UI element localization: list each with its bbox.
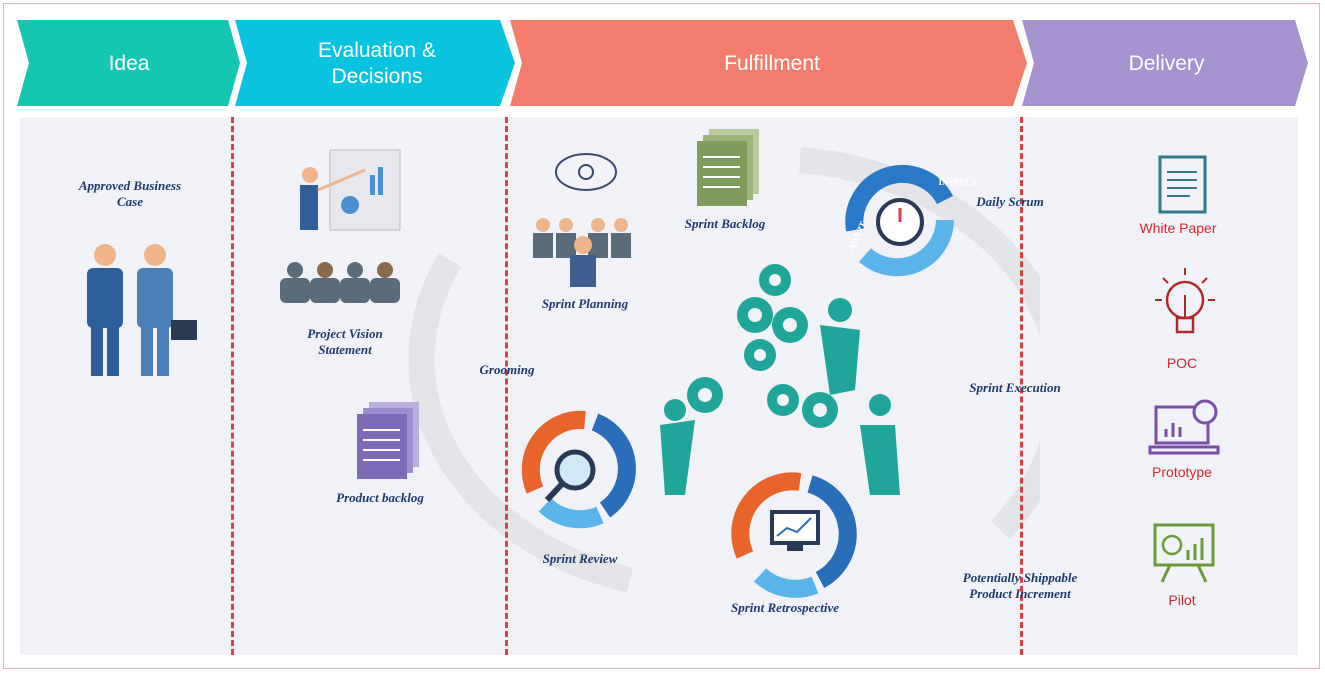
divider-1	[231, 117, 234, 655]
sprint-review-inspect-adapt-icon	[521, 410, 636, 529]
sprint-planning-team-icon	[533, 153, 631, 287]
phase-evaluation-label: Evaluation & Decisions	[318, 38, 436, 88]
chevron-fulfillment	[510, 20, 1027, 106]
presentation-icon	[280, 149, 401, 303]
daily-scrum-label: Daily Scrum	[976, 194, 1044, 209]
phase-idea-label: Idea	[108, 51, 150, 75]
daily-scrum-inspect-adapt-icon	[845, 164, 954, 277]
product-backlog-documents-icon	[357, 402, 419, 479]
phase-chevrons	[17, 20, 1308, 106]
sprint-retrospective-inspect-adapt-icon	[731, 472, 857, 598]
prototype-laptop-icon	[1148, 399, 1220, 455]
delivery-pilot-label: Pilot	[1168, 592, 1196, 608]
phase-delivery-label: Delivery	[1128, 51, 1205, 75]
delivery-prototype-label: Prototype	[1152, 464, 1212, 480]
potentially-shippable-increment-label: Potentially Shippable Product Increment	[962, 570, 1078, 601]
chevron-idea	[17, 20, 240, 106]
delivery-white-paper-label: White Paper	[1139, 220, 1217, 236]
sprint-backlog-documents-icon	[697, 129, 759, 206]
product-backlog-label: Product backlog	[336, 490, 424, 505]
project-vision-statement-label: Project Vision Statement	[307, 326, 383, 357]
pilot-presentation-board-icon	[1153, 523, 1215, 583]
grooming-label: Grooming	[479, 362, 535, 377]
white-paper-icon	[1158, 155, 1207, 214]
delivery-poc-label: POC	[1166, 355, 1198, 371]
handshake-icon	[87, 244, 197, 376]
divider-2	[505, 117, 508, 655]
sprint-review-label: Sprint Review	[542, 551, 618, 566]
sprint-planning-label: Sprint Planning	[541, 296, 629, 311]
divider-3	[1020, 117, 1023, 655]
chevron-delivery	[1022, 20, 1308, 106]
inspect-text: INSPECT	[938, 177, 978, 187]
sprint-retrospective-label: Sprint Retrospective	[731, 600, 839, 615]
poc-lightbulb-icon	[1155, 268, 1215, 334]
outer-frame	[3, 3, 1320, 669]
phase-fulfillment-label: Fulfillment	[724, 51, 820, 75]
sprint-execution-label: Sprint Execution	[969, 380, 1061, 395]
chevron-evaluation	[235, 20, 515, 106]
gears-teamwork-icon	[660, 264, 900, 495]
approved-business-case-label: Approved Business Case	[78, 178, 182, 209]
sprint-backlog-label: Sprint Backlog	[684, 216, 766, 231]
